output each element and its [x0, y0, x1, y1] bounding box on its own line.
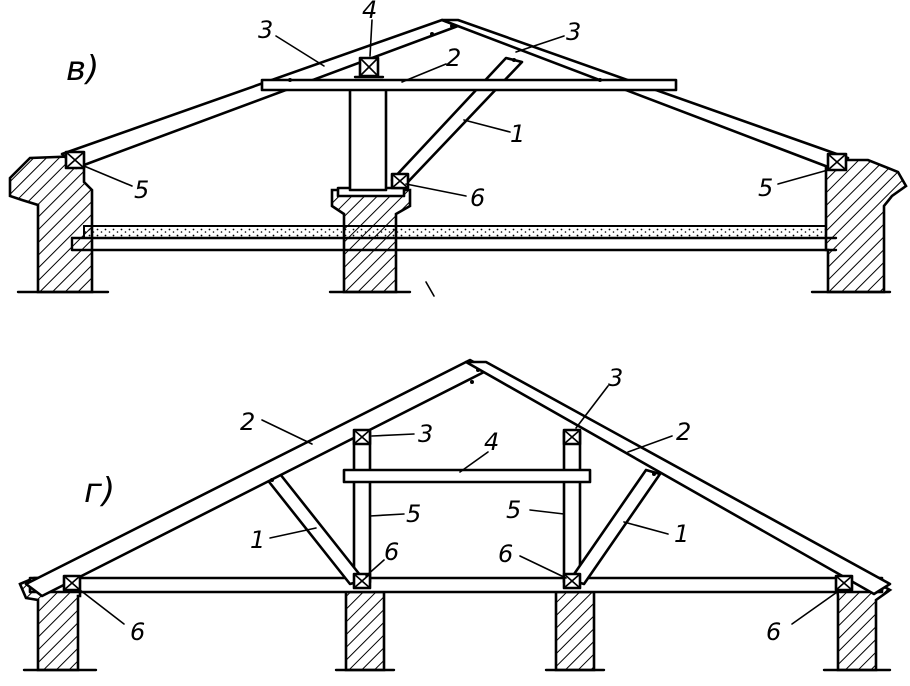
- post-5-left-g: [352, 430, 372, 584]
- leader-6-left-g: [79, 589, 125, 625]
- leader-6-mid1-g: [365, 559, 385, 577]
- label-1-v: 1: [510, 120, 525, 148]
- left-wall-v: [8, 154, 94, 294]
- leader-3-left-v: [275, 35, 325, 67]
- leader-5-left-v: [83, 165, 133, 187]
- label-3-left-g: 3: [418, 420, 433, 448]
- leader-6-v: [405, 183, 467, 197]
- label-1-left-g: 1: [250, 526, 265, 554]
- collar-tie-2-v: [260, 78, 678, 92]
- post-v: [348, 86, 388, 192]
- label-6-mid1-g: 6: [384, 538, 399, 566]
- leader-5-right-g: [529, 509, 565, 515]
- leader-2-left-g: [261, 419, 313, 445]
- right-wall-v: [824, 158, 908, 294]
- label-5-right-g: 5: [506, 496, 521, 524]
- leader-4-v: [369, 19, 373, 57]
- label-2-left-g: 2: [240, 408, 255, 436]
- label-2-v: 2: [446, 44, 461, 72]
- right-wall-g: [834, 578, 893, 672]
- leader-1-right-g: [623, 521, 669, 535]
- rafter-2-right-g: [464, 360, 892, 596]
- leader-3-left-g: [371, 433, 415, 437]
- tie-beam-g: [28, 576, 884, 594]
- label-6-right-g: 6: [766, 618, 781, 646]
- middle-wall-right-g: [554, 590, 596, 672]
- strut-1-v: [390, 56, 524, 186]
- leader-1-v: [463, 119, 511, 133]
- collar-4-g: [342, 468, 592, 484]
- caption-g: г): [84, 471, 115, 511]
- label-5-left-v: 5: [134, 176, 149, 204]
- middle-wall-v: [330, 186, 412, 294]
- label-6-mid2-g: 6: [498, 540, 513, 568]
- middle-wall-left-g: [344, 590, 386, 672]
- rafter-right-v: [440, 18, 850, 172]
- label-2-right-g: 2: [676, 418, 691, 446]
- leader-2-v: [401, 63, 447, 83]
- figure-g: г) 2 2 3 3 4 5 5 1 1 6 6 6 6: [18, 358, 893, 672]
- leader-5-right-v: [777, 169, 829, 185]
- label-4-g: 4: [484, 428, 499, 456]
- leader-2-right-g: [627, 435, 673, 453]
- label-5-left-g: 5: [406, 500, 421, 528]
- leader-4-g: [459, 451, 489, 473]
- post-5-right-g: [562, 430, 582, 584]
- figure-v: в) 3 4 2 3 1 5 5 6: [8, 0, 908, 297]
- label-3-right-g: 3: [608, 364, 623, 392]
- stray-mark: [425, 281, 435, 297]
- strut-1-right-g: [568, 468, 662, 586]
- label-6-v: 6: [470, 184, 485, 212]
- floor-slab-v: [70, 225, 838, 252]
- label-3-right-v: 3: [566, 18, 581, 46]
- caption-v: в): [66, 49, 99, 89]
- leader-1-left-g: [269, 527, 317, 539]
- label-3-left-v: 3: [258, 16, 273, 44]
- leader-6-mid2-g: [519, 555, 567, 579]
- label-1-right-g: 1: [674, 520, 689, 548]
- leader-6-right-g: [791, 589, 841, 625]
- leader-3-right-g: [575, 385, 609, 429]
- label-4-v: 4: [362, 0, 377, 24]
- leader-5-left-g: [369, 513, 405, 517]
- label-5-right-v: 5: [758, 174, 773, 202]
- leader-3-right-v: [515, 35, 565, 53]
- label-6-left-g: 6: [130, 618, 145, 646]
